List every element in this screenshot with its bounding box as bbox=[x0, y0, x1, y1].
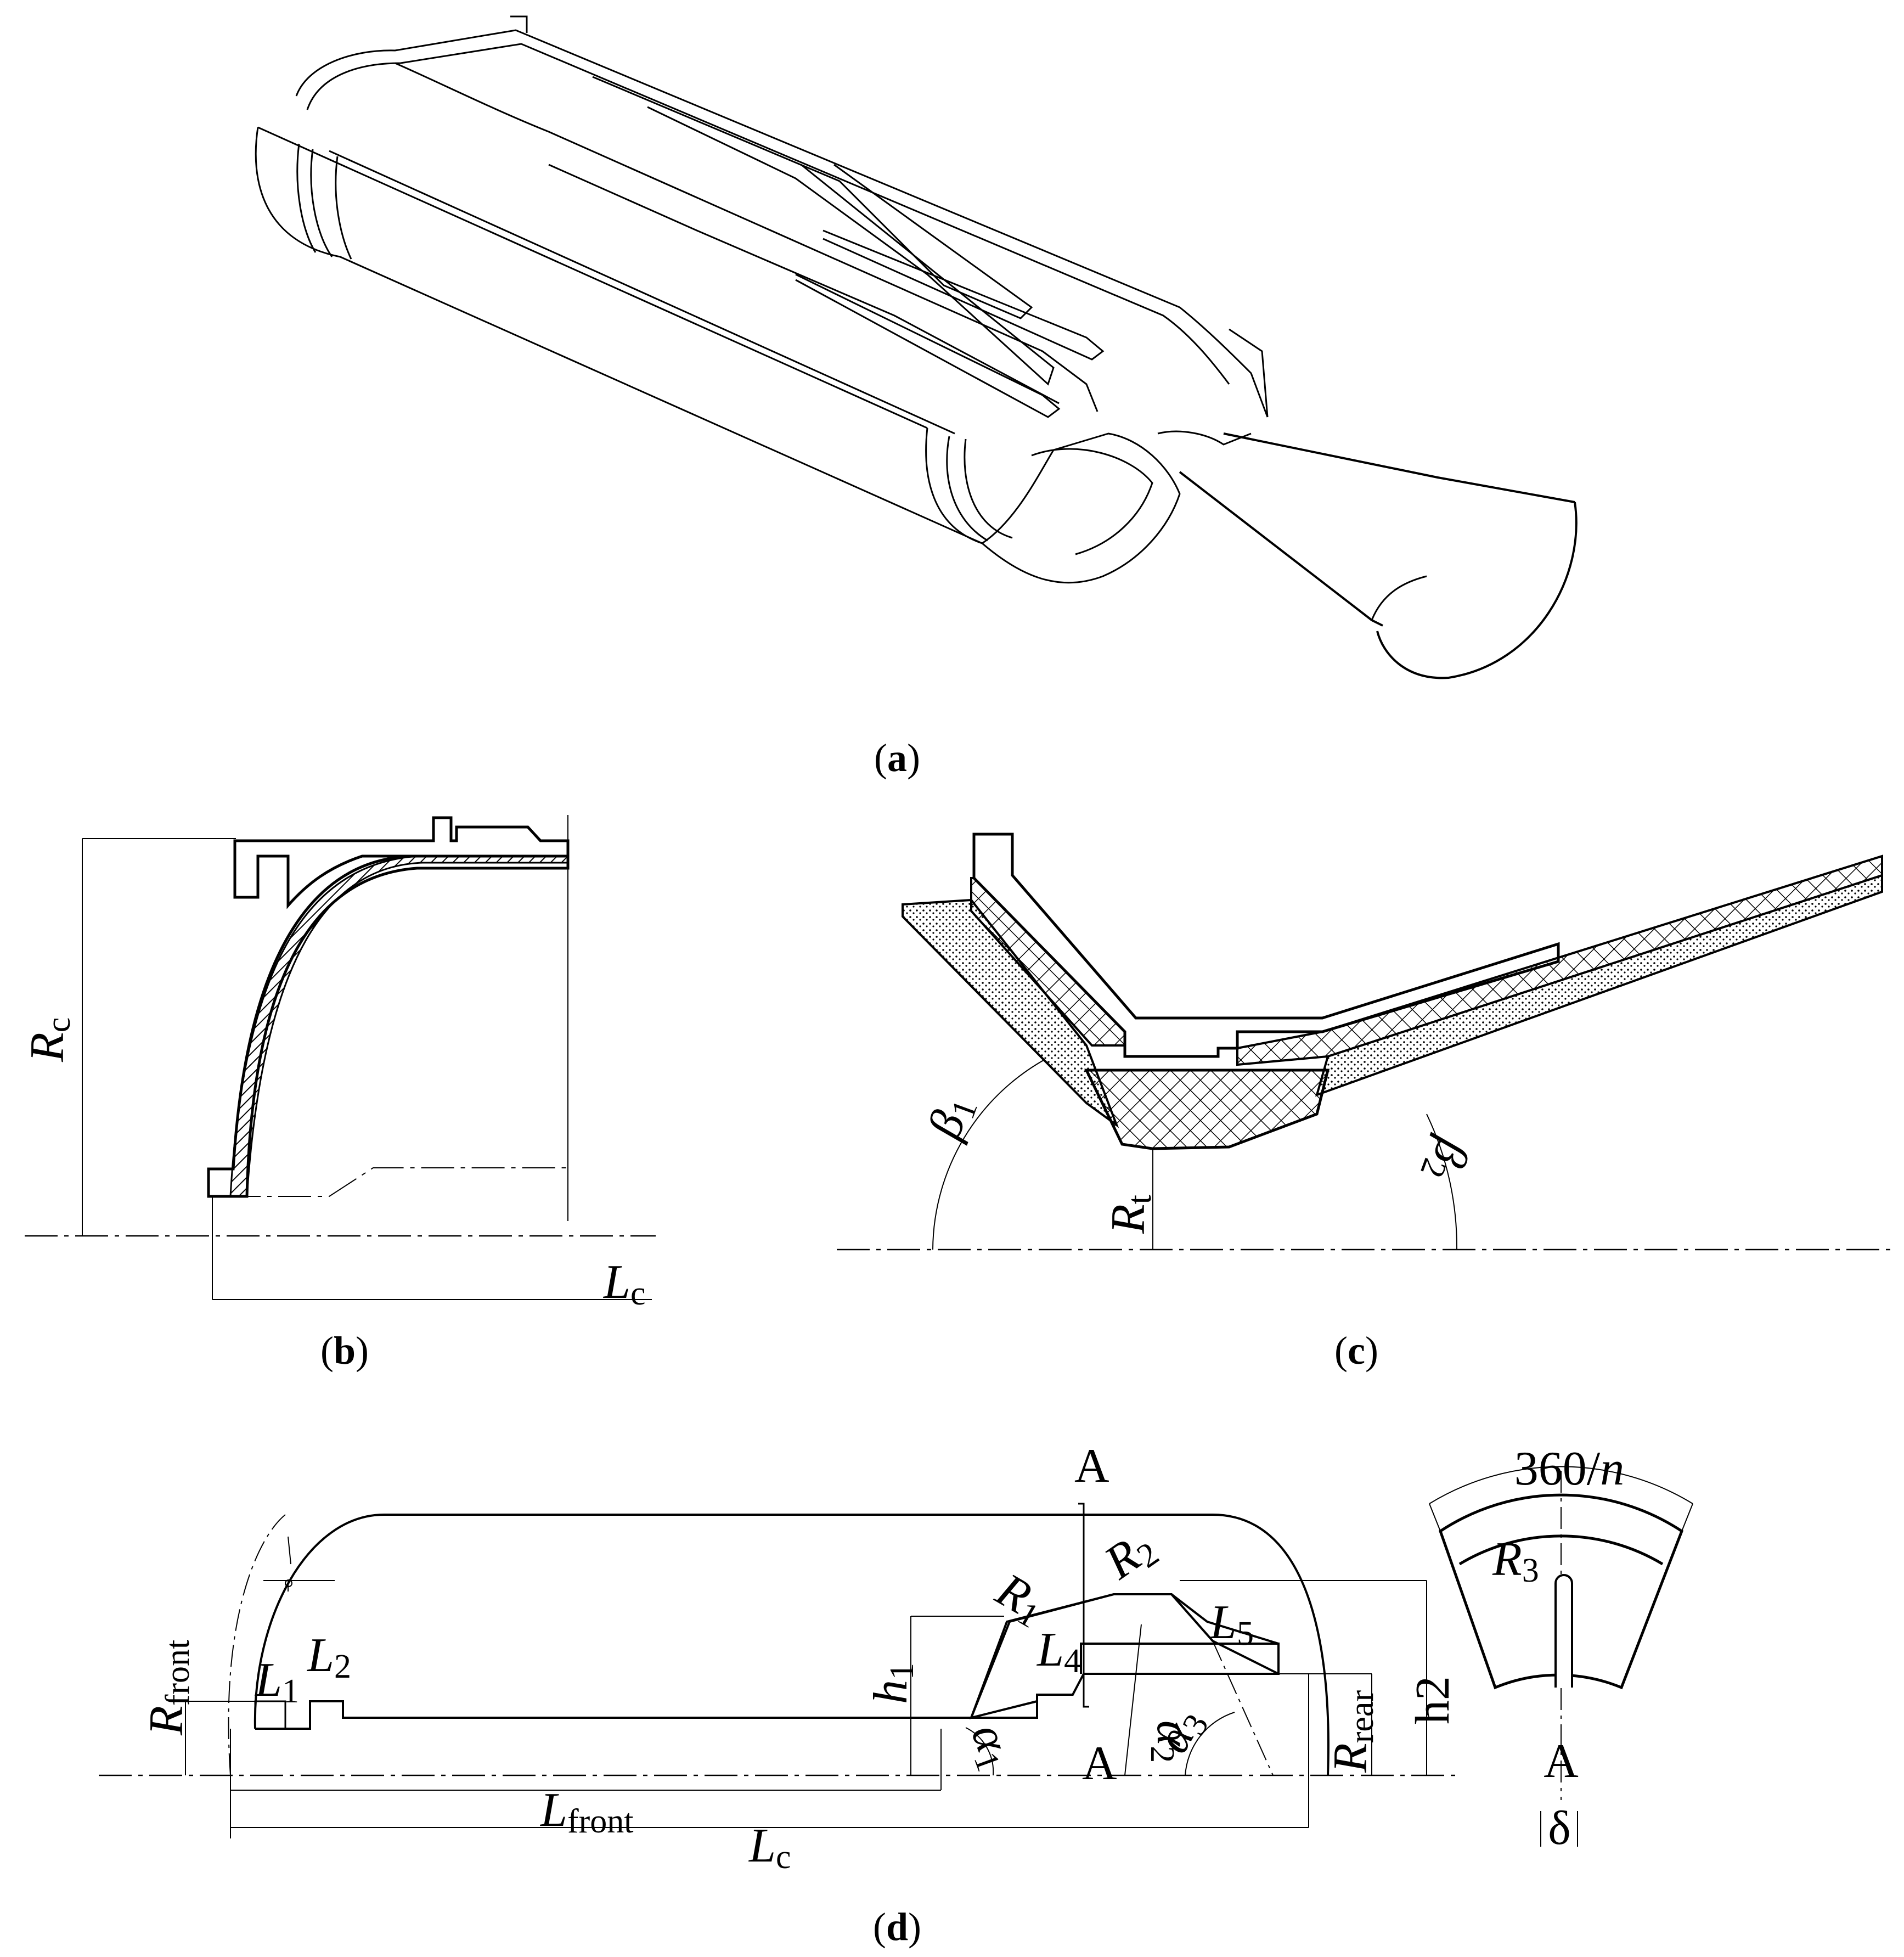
centerline-b bbox=[228, 1167, 571, 1197]
alpha3-guide bbox=[1212, 1640, 1274, 1776]
grain-inner-contour bbox=[255, 1593, 1280, 1730]
label-beta1: β1 bbox=[917, 1088, 985, 1147]
cylinder-shell-top-edge bbox=[329, 150, 955, 435]
upper-shell-outline bbox=[295, 29, 1269, 418]
sector-right-edge-ext bbox=[1681, 1503, 1693, 1532]
label-rt: Rt bbox=[1102, 1195, 1158, 1234]
label-lc: Lc bbox=[602, 1256, 645, 1312]
label-a-bottom: A bbox=[1082, 1737, 1117, 1790]
throat-insert bbox=[1084, 1069, 1330, 1150]
label-l2: L2 bbox=[306, 1629, 351, 1685]
grain-slot-profile bbox=[970, 1593, 1279, 1718]
label-a-top: A bbox=[1074, 1439, 1109, 1493]
label-a1: α1 bbox=[958, 1717, 1026, 1776]
sector-left-edge-ext bbox=[1429, 1503, 1441, 1532]
arc-alpha1 bbox=[965, 1727, 994, 1776]
aft-dome-inner bbox=[1031, 448, 1153, 555]
cylinder-bands-left bbox=[296, 143, 352, 260]
label-360n: 360/n bbox=[1514, 1442, 1624, 1495]
nozzle-exit bbox=[1376, 502, 1578, 679]
divergent-insulation bbox=[1315, 874, 1883, 1097]
nozzle-bottom-edge bbox=[1179, 471, 1383, 627]
nozzle-housing bbox=[972, 833, 1560, 1058]
label-l5: L5 bbox=[1209, 1596, 1254, 1652]
cylinder-outer-bottom bbox=[255, 127, 983, 544]
alpha2-guide bbox=[1124, 1624, 1142, 1776]
insulation-layer bbox=[229, 855, 569, 1197]
label-r3: R3 bbox=[1492, 1533, 1539, 1589]
nozzle-exit-inner bbox=[1371, 575, 1427, 621]
upper-shell-flange bbox=[510, 15, 1269, 418]
grain-outer-contour bbox=[254, 1514, 1330, 1776]
grain-slot-2 bbox=[647, 106, 1055, 386]
label-rfront: Rfront bbox=[140, 1640, 196, 1736]
label-h1: h1 bbox=[864, 1663, 921, 1704]
sector-outer-arc bbox=[1429, 1466, 1693, 1504]
aft-dome bbox=[982, 432, 1181, 584]
panel-d-grain-geometry: Rfront L1 L2 h1 R1 L4 R2 L5 α1 α2 α3 A A… bbox=[99, 1439, 1460, 1949]
nozzle-top-edge bbox=[1223, 432, 1575, 503]
grain-slot-5 bbox=[795, 273, 1061, 418]
nozzle-throat bbox=[1157, 430, 1252, 446]
label-lc-d: Lc bbox=[748, 1819, 791, 1876]
front-tick bbox=[263, 1536, 335, 1592]
caption-c: (c) bbox=[1334, 1329, 1378, 1373]
slot-profile bbox=[1554, 1574, 1573, 1688]
caption-d: (d) bbox=[873, 1905, 921, 1949]
label-a-section: A bbox=[1544, 1735, 1579, 1788]
label-lfront: Lfront bbox=[539, 1784, 633, 1840]
section-aa-view: 360/n R3 A δ bbox=[1429, 1442, 1693, 1855]
front-flange bbox=[233, 816, 570, 909]
label-delta: δ bbox=[1548, 1802, 1570, 1855]
panel-c-nozzle-section: β1 β2 Rt (c) bbox=[837, 833, 1890, 1373]
section-cut-line bbox=[1078, 1503, 1089, 1708]
front-dome-dashed bbox=[228, 1514, 286, 1776]
upper-shell-inner bbox=[306, 43, 1230, 385]
grain-slot-4 bbox=[823, 229, 1105, 361]
arc-beta1 bbox=[932, 1050, 1062, 1250]
label-beta2: β2 bbox=[1413, 1130, 1480, 1189]
label-r2: R2 bbox=[1095, 1519, 1165, 1593]
inner-liner bbox=[395, 62, 1099, 412]
panel-a-engine-isometric bbox=[255, 15, 1578, 679]
arc-beta2 bbox=[1426, 1114, 1458, 1250]
label-rc: Rc bbox=[21, 1017, 77, 1062]
front-tick-dot bbox=[285, 1579, 292, 1587]
grain-slot-profile-front bbox=[254, 1700, 286, 1729]
panel-b-chamber-section: Rc Lc (b) bbox=[21, 815, 656, 1373]
label-l4: L4 bbox=[1036, 1623, 1081, 1680]
label-a2: α2 bbox=[1143, 1720, 1200, 1763]
label-l1: L1 bbox=[254, 1654, 299, 1710]
caption-b: (b) bbox=[320, 1329, 369, 1373]
cylinder-bands-right bbox=[925, 428, 1013, 544]
grain-slot-3 bbox=[548, 164, 1060, 404]
divergent-liner bbox=[1236, 854, 1883, 1066]
label-rrear: Rrear bbox=[1324, 1690, 1381, 1773]
label-h2: h2 bbox=[1406, 1676, 1460, 1724]
arc-alpha3 bbox=[1185, 1712, 1235, 1776]
cylinder-outer-top bbox=[257, 126, 928, 429]
caption-a: (a) bbox=[874, 736, 920, 780]
grain-slot-1 bbox=[592, 76, 1033, 319]
